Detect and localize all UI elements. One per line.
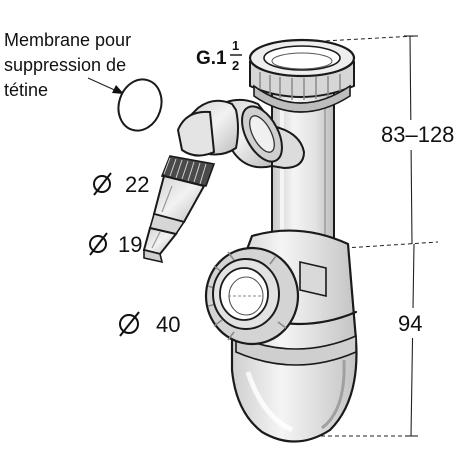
membrane-label-line2: suppression de (4, 55, 126, 75)
thread-fraction-den: 2 (232, 58, 239, 73)
membrane-disc (117, 78, 163, 132)
membrane-label-line1: Membrane pour (4, 30, 131, 50)
diameter-symbol-icon (93, 172, 112, 196)
thread-size-label: G.1 (196, 48, 227, 69)
side-inlet-elbow (176, 98, 306, 170)
diameter-symbol-icon (119, 311, 140, 337)
outlet-nut-40 (204, 246, 300, 346)
hose-tail-stepped (142, 174, 206, 264)
diameter-22-label: 22 (125, 172, 149, 197)
membrane-label-line3: tétine (4, 80, 48, 100)
diameter-19-label: 19 (118, 232, 142, 257)
height-range-label: 83–128 (381, 122, 454, 147)
diameter-symbol-icon (89, 232, 108, 256)
top-threaded-nut (248, 38, 356, 113)
membrane-leader-arrow (87, 77, 124, 94)
diameter-40-label: 40 (156, 312, 180, 337)
thread-fraction-num: 1 (232, 38, 239, 53)
height-lower-label: 94 (398, 311, 422, 336)
